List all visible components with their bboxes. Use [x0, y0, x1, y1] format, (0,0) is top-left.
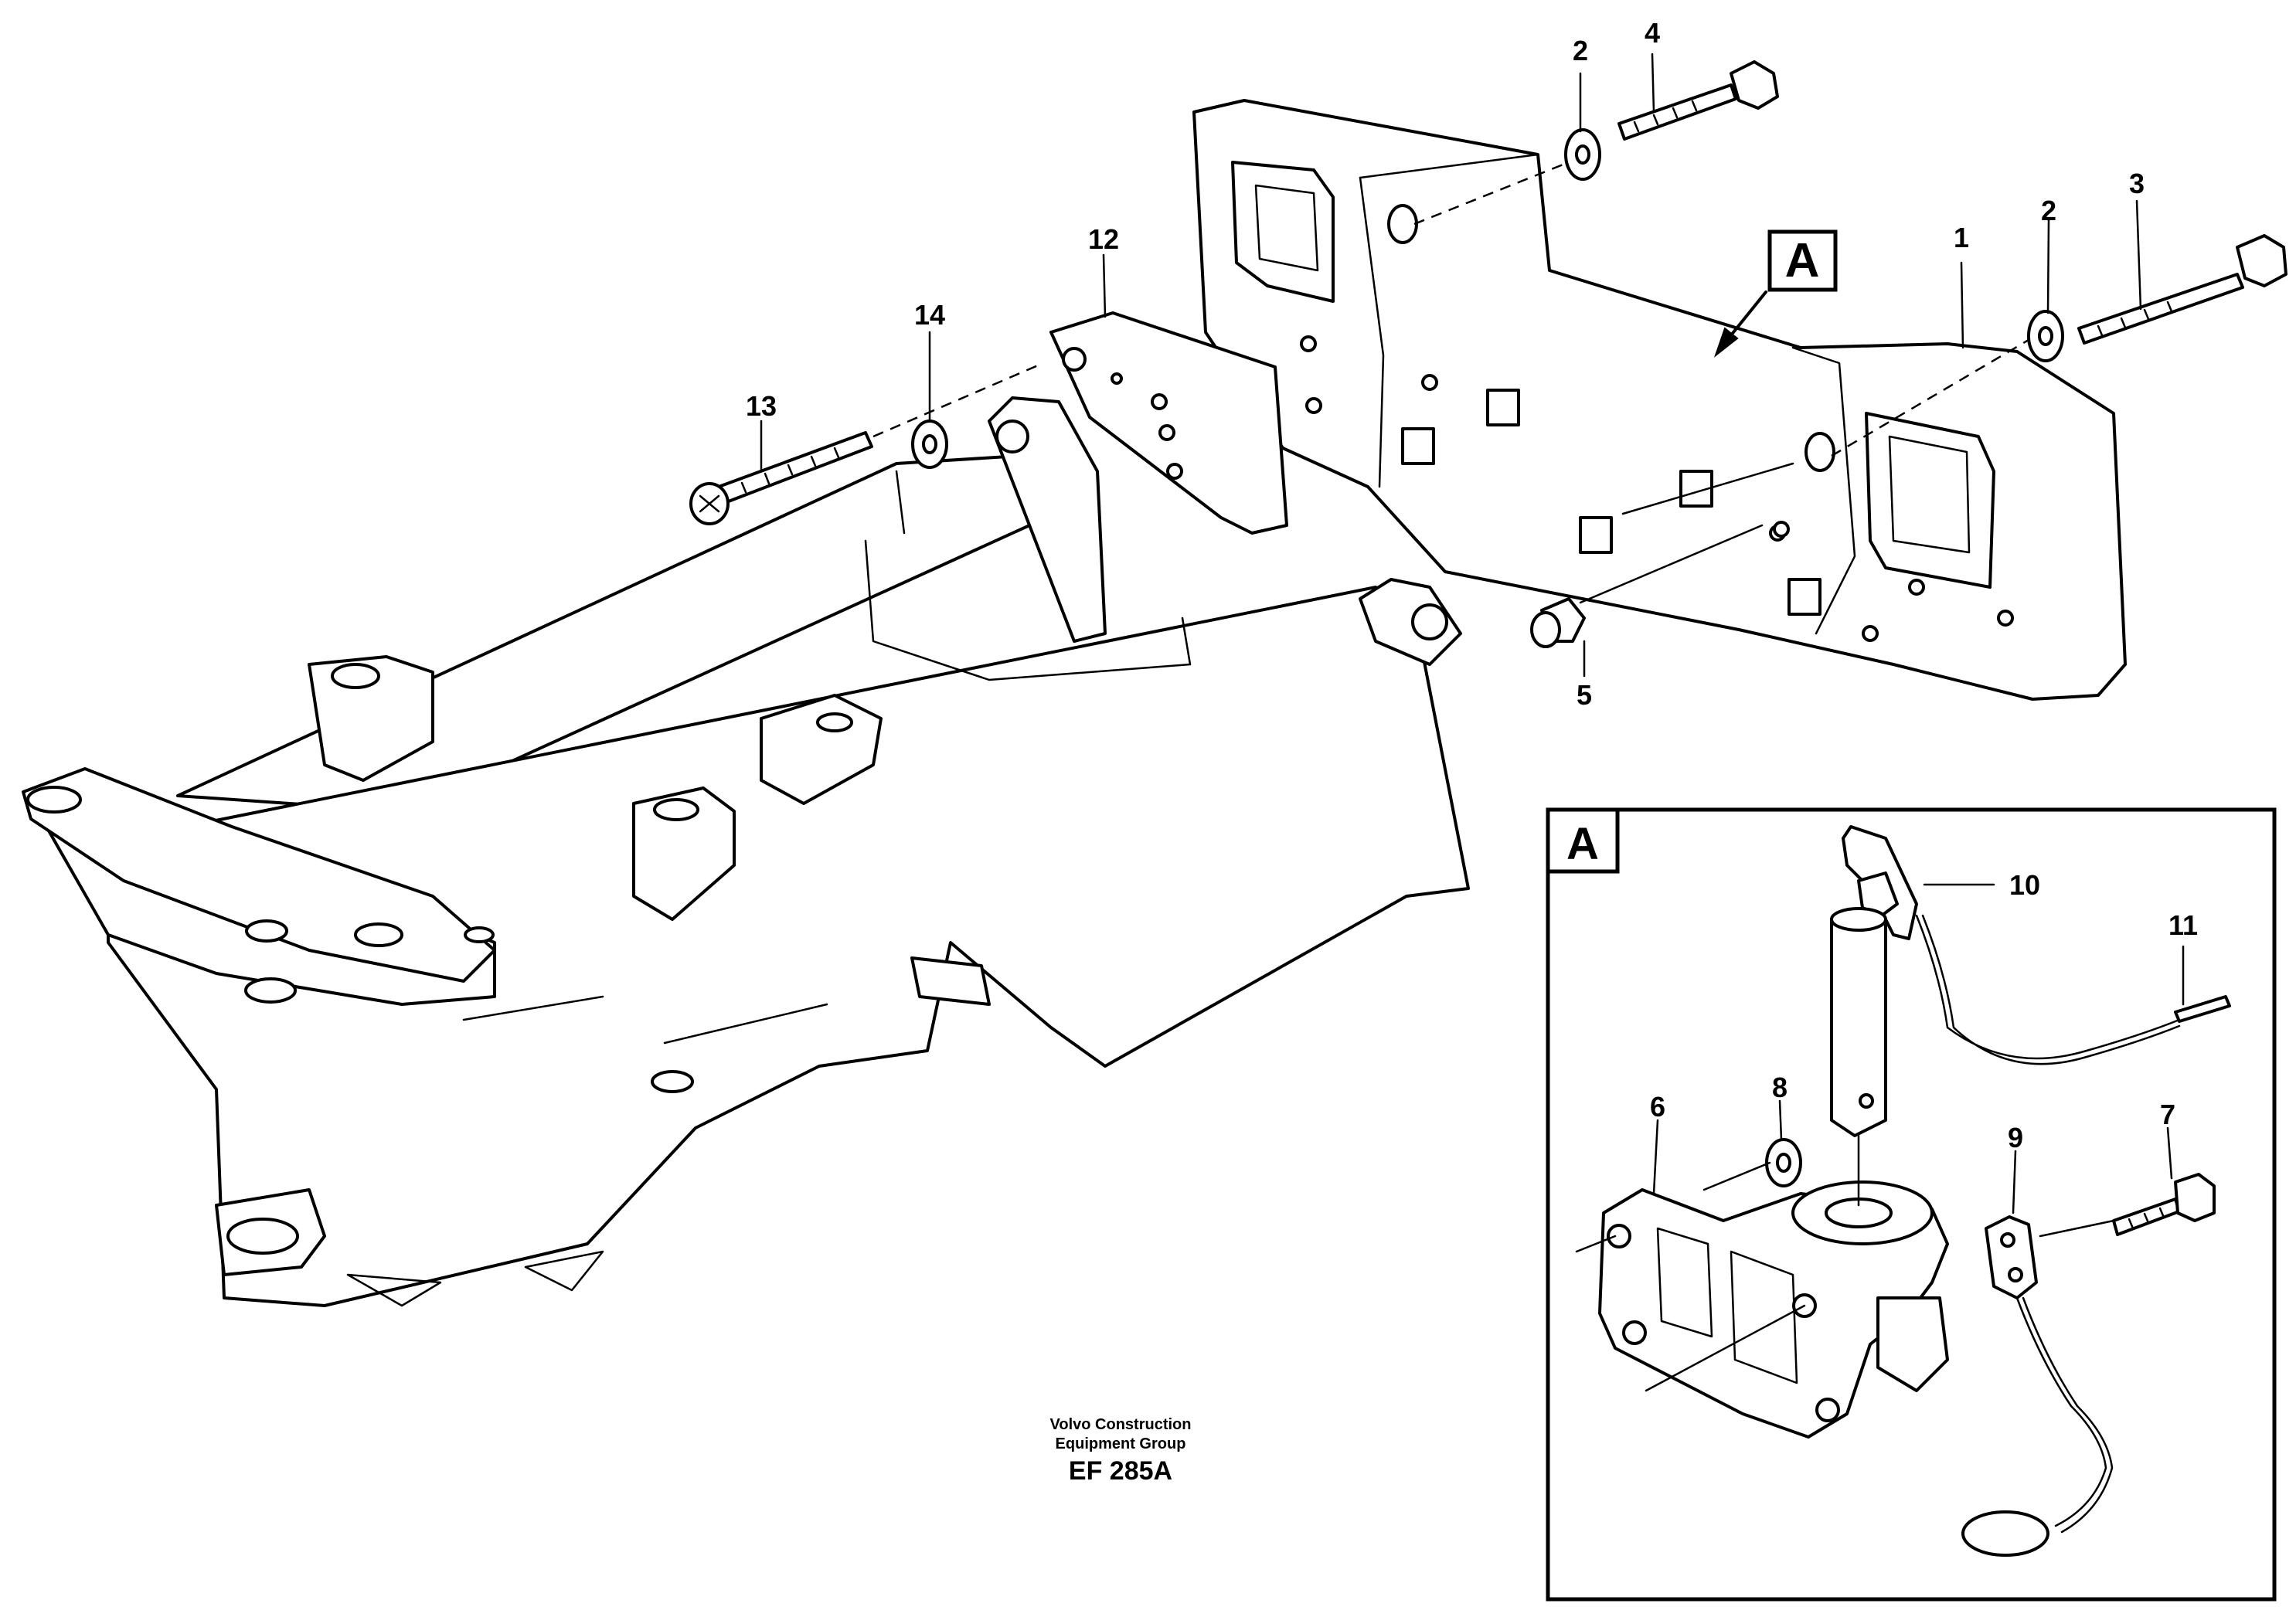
callout-leaders	[760, 53, 2185, 1214]
callout-7: 7	[2160, 1099, 2175, 1130]
washer-14	[911, 420, 948, 469]
callout-10: 10	[2009, 869, 2040, 901]
washer-2-top	[1564, 128, 1601, 181]
assembly-line-4	[1413, 161, 1570, 226]
callout-1: 1	[1954, 222, 1969, 253]
callout-3: 3	[2129, 168, 2145, 199]
detail-a-marker-label: A	[1785, 234, 1820, 287]
assembly-line-5	[1579, 524, 1764, 604]
assembly-line-3	[1831, 338, 2029, 457]
callout-2-right: 2	[2041, 195, 2056, 226]
bolt-13	[689, 431, 873, 525]
caption-line-2: Equipment Group	[1056, 1435, 1186, 1452]
plug-5	[1530, 597, 1586, 648]
bolt-3	[2077, 234, 2287, 345]
detail-a-inset-label: A	[1566, 819, 1599, 869]
caption-code: EF 285A	[1069, 1456, 1172, 1486]
spacer-plate	[1049, 311, 1288, 535]
callout-9: 9	[2008, 1122, 2023, 1153]
counterweight	[1192, 99, 2127, 701]
rear-frame	[22, 396, 1470, 1307]
callout-2-top: 2	[1573, 35, 1588, 66]
callout-5: 5	[1577, 679, 1592, 711]
callout-13: 13	[746, 390, 777, 422]
assembly-line-13	[872, 362, 1044, 438]
callout-11: 11	[2168, 909, 2198, 941]
callout-6: 6	[1650, 1091, 1665, 1123]
assembly-line-hole	[1621, 462, 1794, 515]
washer-2-right	[2027, 310, 2064, 362]
detail-a-inset	[1546, 807, 2277, 1602]
detail-a-marker	[1713, 229, 1838, 358]
callout-12: 12	[1088, 223, 1119, 255]
callout-numbers: 1 2 2 3 4 5 6 7 8 9 10 11 12 13 14	[746, 17, 2198, 1153]
bolt-4	[1617, 60, 1779, 141]
caption-block: Volvo Construction Equipment Group EF 28…	[1050, 1416, 1192, 1486]
callout-14: 14	[914, 299, 945, 331]
caption-line-1: Volvo Construction	[1050, 1416, 1192, 1433]
callout-4: 4	[1645, 17, 1660, 49]
callout-8: 8	[1772, 1072, 1787, 1103]
